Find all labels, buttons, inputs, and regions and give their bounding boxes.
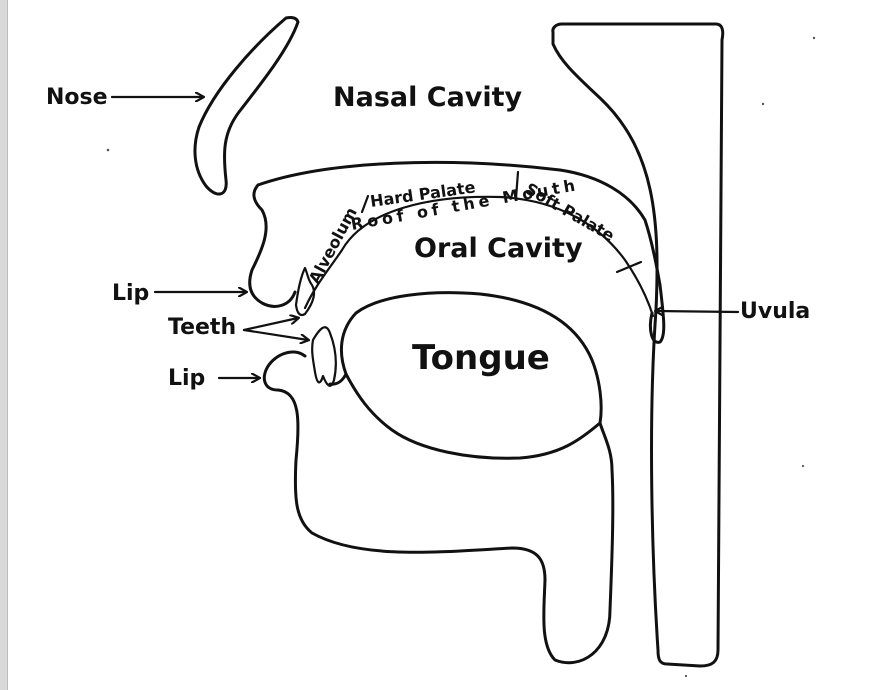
upper-lip-label: Lip	[112, 281, 149, 306]
speck	[106, 148, 110, 152]
nasal-cavity-label: Nasal Cavity	[333, 82, 523, 113]
teeth-pointer-upper	[242, 318, 298, 332]
lower-tooth-outline	[311, 326, 337, 387]
tongue-label: Tongue	[412, 338, 550, 378]
uvula-label: Uvula	[740, 299, 810, 324]
speck	[684, 674, 688, 678]
pharynx-outline	[551, 22, 725, 668]
hard-soft-palate-divider	[514, 170, 520, 200]
speck	[801, 464, 805, 468]
upper-lip-and-palate-outline	[248, 160, 662, 308]
soft-palate-divider	[615, 260, 643, 274]
speck	[812, 36, 816, 40]
alveolum-divider	[360, 194, 370, 214]
teeth-pointer-lower	[242, 328, 308, 340]
roof-of-mouth-outline	[303, 195, 655, 318]
scan-edge	[0, 0, 8, 690]
lower-lip-label: Lip	[168, 366, 205, 391]
upper-tooth-outline	[294, 266, 316, 317]
tongue-outline	[339, 291, 603, 460]
oral-cavity-label: Oral Cavity	[414, 233, 583, 264]
nose-label: Nose	[46, 85, 108, 110]
nose-outline	[193, 16, 300, 196]
lower-lip-chin-neck-outline	[262, 350, 615, 665]
speck	[761, 102, 765, 106]
teeth-label: Teeth	[168, 315, 236, 340]
uvula-arrow	[656, 311, 740, 312]
